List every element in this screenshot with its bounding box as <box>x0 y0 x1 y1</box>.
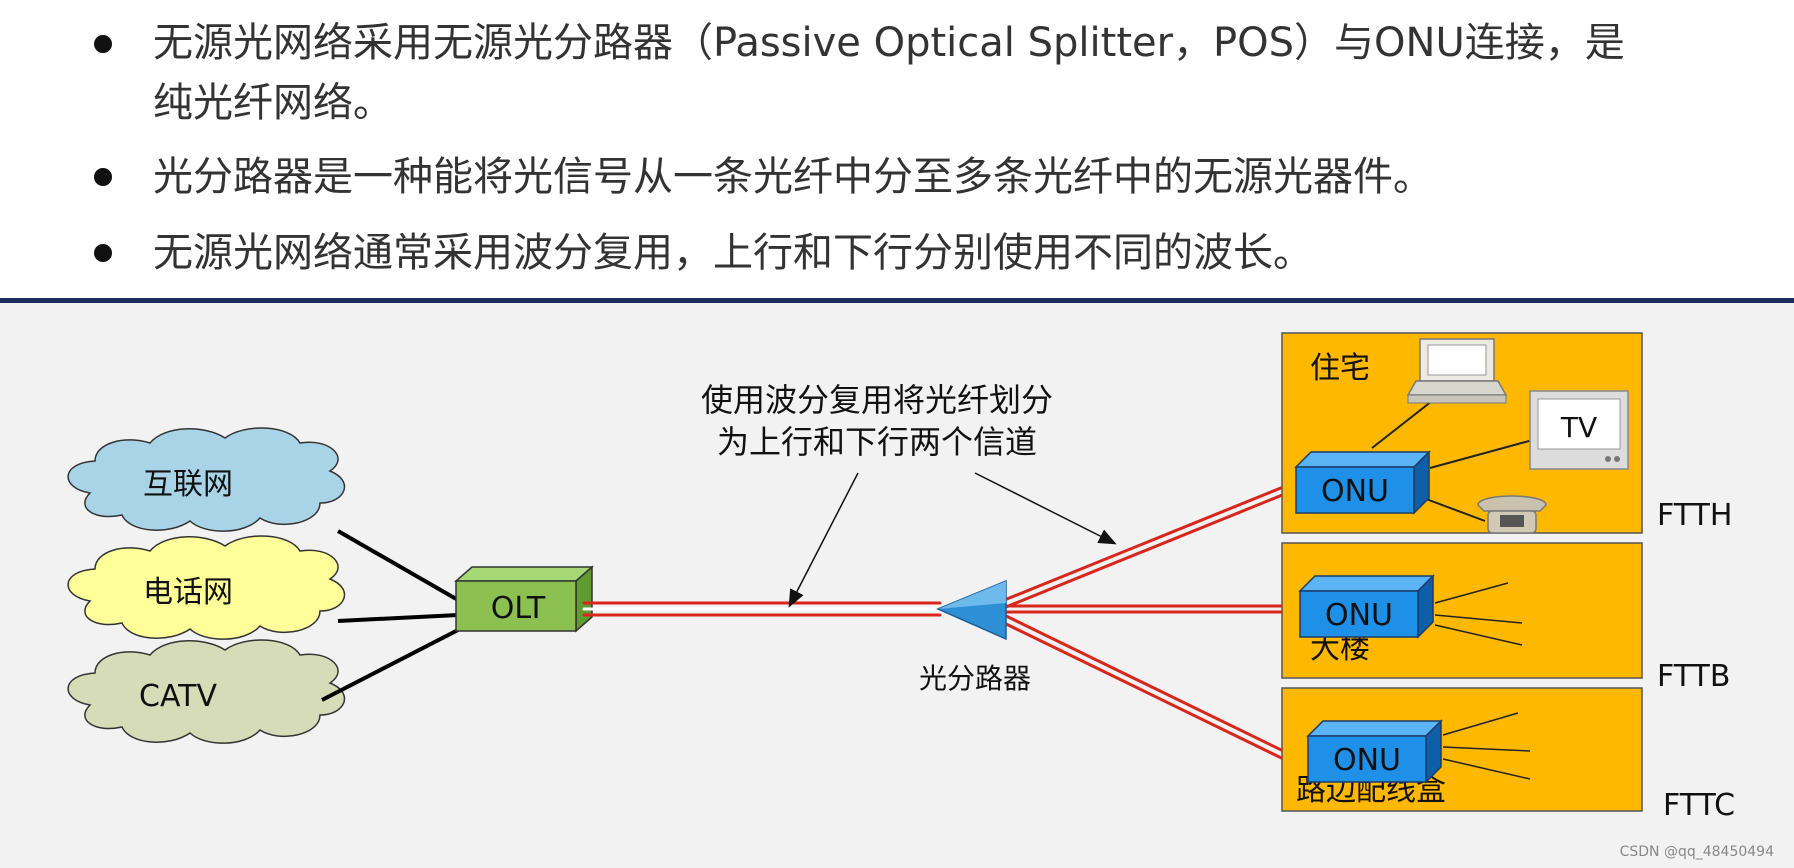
divider-line <box>0 298 1794 303</box>
onu-label: ONU <box>1333 743 1401 778</box>
pon-diagram: 互联网 电话网 CATV OLT <box>67 332 1735 823</box>
fttc-label: FTTC <box>1663 788 1735 823</box>
fttb-fan-out <box>1434 582 1523 646</box>
annotation-line-1: 使用波分复用将光纤划分 <box>701 381 1053 419</box>
olt-device: OLT <box>454 565 594 633</box>
internet-label: 互联网 <box>143 467 233 502</box>
ftth-label: FTTH <box>1657 498 1732 533</box>
onu-label: ONU <box>1325 598 1393 633</box>
olt-label: OLT <box>491 591 546 626</box>
residence-label: 住宅 <box>1310 351 1370 386</box>
splitter-label: 光分路器 <box>919 662 1031 695</box>
bullet-2: 光分路器是一种能将光信号从一条光纤中分至多条光纤中的无源光器件。 <box>153 154 1433 200</box>
phone-network-label: 电话网 <box>143 575 233 610</box>
annotation-line-2: 为上行和下行两个信道 <box>717 423 1037 461</box>
bullet-list: 无源光网络采用无源光分路器（Passive Optical Splitter，P… <box>0 0 1794 300</box>
bullet-1-line-2: 纯光纤网络。 <box>153 80 393 126</box>
watermark: CSDN @qq_48450494 <box>1619 844 1774 860</box>
cloud-catv: CATV <box>67 639 346 744</box>
catv-label: CATV <box>139 679 217 714</box>
wdm-annotation: 使用波分复用将光纤划分 为上行和下行两个信道 <box>701 381 1117 608</box>
tv-icon: TV <box>1529 390 1629 470</box>
fttc-fan-out <box>1442 712 1531 780</box>
cloud-phone-network: 电话网 <box>67 535 346 640</box>
cloud-links <box>321 529 459 702</box>
computer-icon <box>1406 338 1508 404</box>
tv-label: TV <box>1560 411 1597 444</box>
fiber-links <box>582 479 1310 771</box>
bullet-dot <box>94 35 112 53</box>
bullet-dot <box>94 244 112 262</box>
onu-label: ONU <box>1321 474 1389 509</box>
diagram-panel: 互联网 电话网 CATV OLT <box>0 303 1794 868</box>
telephone-icon <box>1477 495 1547 534</box>
cloud-internet: 互联网 <box>67 427 346 532</box>
fttb-label: FTTB <box>1657 659 1730 694</box>
bullet-3: 无源光网络通常采用波分复用，上行和下行分别使用不同的波长。 <box>153 230 1313 276</box>
bullet-dot <box>94 168 112 186</box>
onu-fttb: ONU <box>1298 574 1435 639</box>
optical-splitter: 光分路器 <box>919 579 1031 695</box>
onu-ftth: ONU <box>1294 450 1431 515</box>
bullet-1-line-1: 无源光网络采用无源光分路器（Passive Optical Splitter，P… <box>153 20 1625 66</box>
onu-fttc: ONU <box>1306 719 1443 784</box>
